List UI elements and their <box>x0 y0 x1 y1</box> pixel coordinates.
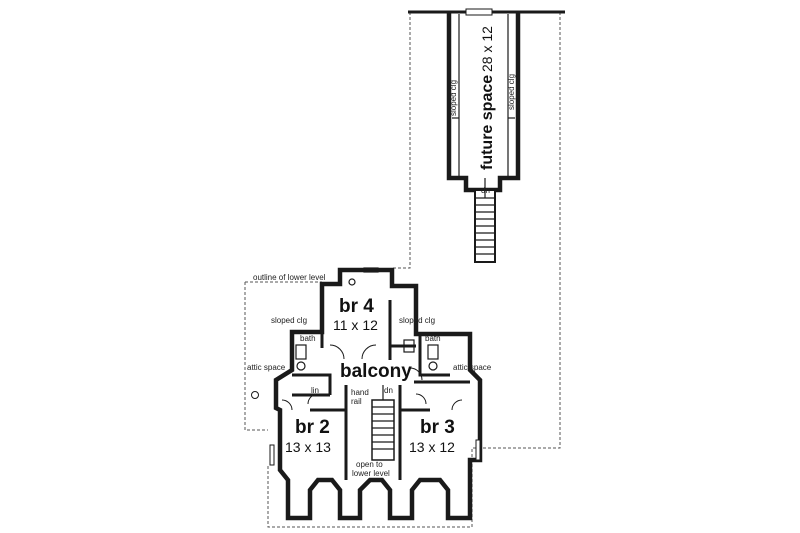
sloped-clg-left: sloped clg <box>271 316 307 325</box>
br4-name: br 4 <box>339 296 374 317</box>
window-left <box>269 444 275 466</box>
future-space-name: future space <box>479 75 496 170</box>
interior-walls <box>292 300 470 480</box>
future-sloped-left: sloped clg <box>449 80 458 116</box>
br4-size: 11 x 12 <box>333 317 378 333</box>
lin-label: lin <box>311 386 319 395</box>
hand-label: hand <box>351 388 369 397</box>
attic-space-right: attic space <box>453 363 492 372</box>
future-space-size: 28 x 12 <box>479 26 495 72</box>
balcony-label: balcony <box>340 361 412 382</box>
lower-level-label: lower level <box>352 469 390 478</box>
future-stair-dn: dn <box>481 186 490 195</box>
main-stairs <box>371 385 395 461</box>
top-window <box>465 8 493 16</box>
bath-left: bath <box>300 334 316 343</box>
br3-name: br 3 <box>420 417 455 438</box>
open-to-label: open to <box>356 460 383 469</box>
stair-dn-label: dn <box>384 386 393 395</box>
bath-right: bath <box>425 334 441 343</box>
br3-size: 13 x 12 <box>409 439 455 455</box>
main-floor-walls <box>273 267 483 521</box>
bath-fixtures <box>295 267 439 371</box>
lower-level-outline <box>244 11 561 528</box>
rail-label: rail <box>351 397 362 406</box>
attic-space-left: attic space <box>247 363 286 372</box>
door-swings <box>281 344 463 411</box>
br2-name: br 2 <box>295 417 330 438</box>
sloped-clg-center: sloped clg <box>399 316 435 325</box>
future-space-stairs <box>474 178 496 263</box>
br2-size: 13 x 13 <box>285 439 331 455</box>
outline-label: outline of lower level <box>253 273 326 282</box>
window-right <box>475 439 481 461</box>
future-sloped-right: sloped clg <box>507 74 516 110</box>
attic-access-icon <box>251 391 259 399</box>
